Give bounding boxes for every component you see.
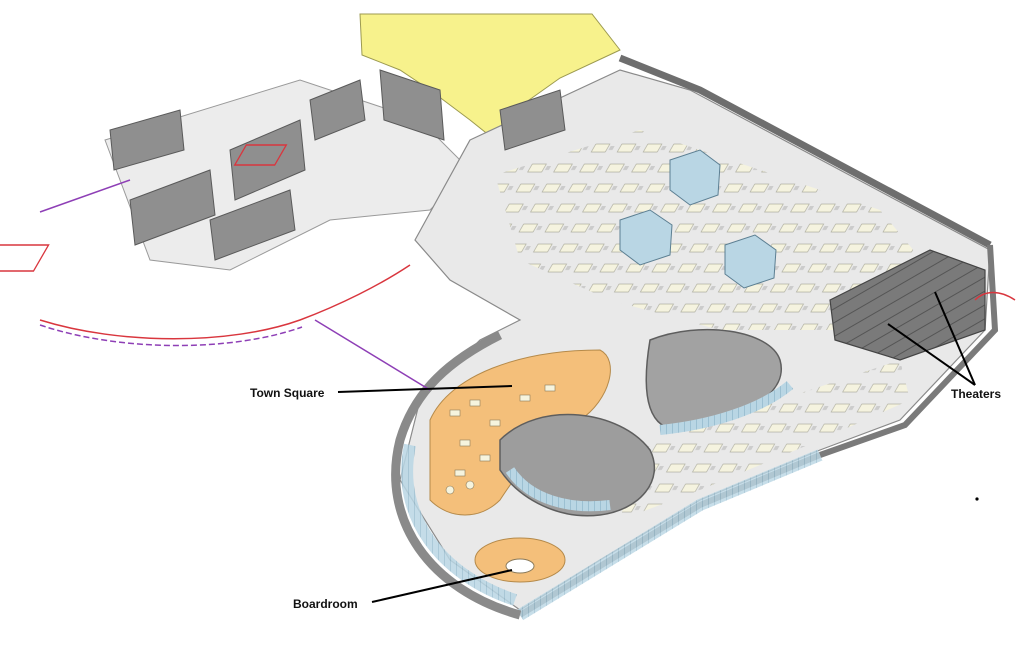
glass-facade-south xyxy=(516,449,823,621)
boardroom-table xyxy=(505,558,535,574)
callout-leaders xyxy=(337,291,976,603)
pod-glass xyxy=(659,381,794,435)
theaters-label: Theaters xyxy=(951,387,1002,401)
town-square-leader xyxy=(337,385,513,393)
core-glass xyxy=(505,467,611,512)
theaters-leader-1 xyxy=(934,291,976,386)
curved-facade xyxy=(391,330,522,620)
boardroom-leader xyxy=(371,569,513,603)
curved-glass xyxy=(401,443,517,606)
glass-rooms xyxy=(619,149,777,289)
exterior-wall-north xyxy=(618,54,992,249)
stray-dot xyxy=(975,497,979,501)
interior-walls xyxy=(109,69,566,261)
desk-area-south xyxy=(620,360,910,520)
mep-markings xyxy=(0,144,1016,391)
desk-area xyxy=(495,130,930,330)
exterior-wall-east xyxy=(819,244,999,458)
town-square-label: Town Square xyxy=(250,386,325,400)
boardroom-label: Boardroom xyxy=(293,597,358,611)
town-square-furniture xyxy=(445,384,556,495)
theaters-leader-2 xyxy=(887,323,976,386)
theaters-block xyxy=(829,249,986,361)
